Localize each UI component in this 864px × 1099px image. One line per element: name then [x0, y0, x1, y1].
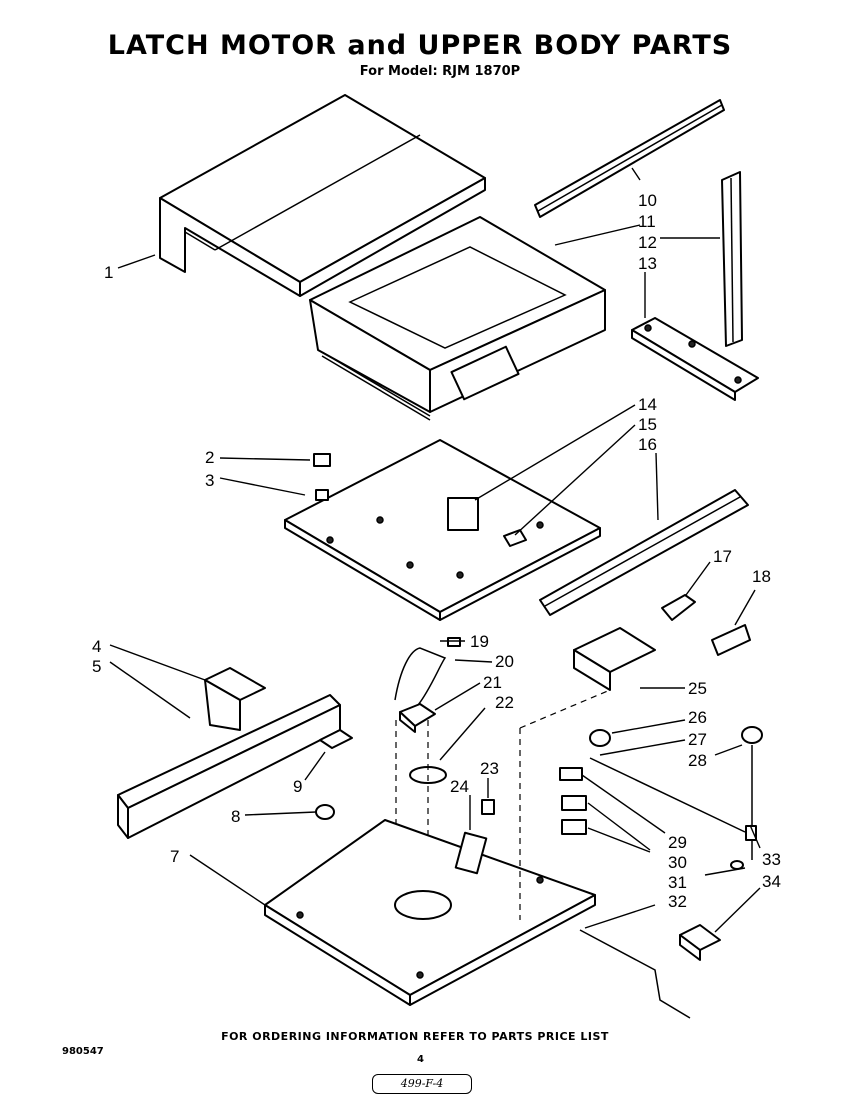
callout-1: 1 [104, 263, 113, 282]
callout-2: 2 [205, 448, 214, 467]
callout-14: 14 [638, 395, 657, 414]
callout-9: 9 [293, 777, 302, 796]
part-1-outer-cover [159, 94, 486, 297]
part-17-clip [661, 594, 696, 621]
callout-23: 23 [480, 759, 499, 778]
part-31-washer [730, 860, 744, 870]
leader-lines [109, 167, 761, 933]
callout-25: 25 [688, 679, 707, 698]
callout-13: 13 [638, 254, 657, 273]
part-9-clip [319, 729, 353, 749]
callout-16: 16 [638, 435, 657, 454]
callout-31: 31 [668, 873, 687, 892]
callout-24: 24 [450, 777, 469, 796]
callout-30: 30 [668, 853, 687, 872]
callout-18: 18 [752, 567, 771, 586]
callout-numbers: 1 2 3 4 5 7 8 9 10 11 12 13 14 15 16 17 … [92, 191, 781, 911]
callout-32: 32 [668, 892, 687, 911]
callout-29: 29 [668, 833, 687, 852]
part-34-bracket [679, 924, 721, 961]
callout-21: 21 [483, 673, 502, 692]
part-10-top-rail [534, 99, 725, 218]
page-number: 4 [417, 1054, 424, 1065]
middle-mounting-plate [284, 439, 601, 621]
callout-17: 17 [713, 547, 732, 566]
ordering-note: FOR ORDERING INFORMATION REFER TO PARTS … [221, 1030, 609, 1043]
callout-12: 12 [638, 233, 657, 252]
part-25-latch-switch [519, 627, 656, 920]
callout-15: 15 [638, 415, 657, 434]
model-subtitle: For Model: RJM 1870P [359, 64, 521, 79]
callout-27: 27 [688, 730, 707, 749]
callout-11: 11 [638, 212, 656, 231]
document-number: 980547 [62, 1046, 104, 1057]
part-23-switch [481, 799, 495, 815]
callout-7: 7 [170, 847, 179, 866]
part-11-inner-shell [309, 216, 606, 421]
callout-20: 20 [495, 652, 514, 671]
handwritten-note: 499-F-4 [372, 1074, 472, 1094]
part-8-grommet [315, 804, 335, 820]
callout-10: 10 [638, 191, 657, 210]
callout-5: 5 [92, 657, 101, 676]
part-16-long-rail [539, 489, 749, 616]
part-18-cap [711, 624, 751, 656]
part-32-rod [579, 929, 691, 1019]
part-27-rod [589, 757, 746, 833]
callout-8: 8 [231, 807, 240, 826]
callout-3: 3 [205, 471, 214, 490]
callout-19: 19 [470, 632, 489, 651]
part-7-bottom-plate [264, 819, 596, 1006]
callout-28: 28 [688, 751, 707, 770]
part-26-cam [589, 729, 611, 747]
callout-22: 22 [495, 693, 514, 712]
part-13-bracket-plate [631, 317, 759, 401]
callout-26: 26 [688, 708, 707, 727]
callout-34: 34 [762, 872, 781, 891]
page-title: LATCH MOTOR and UPPER BODY PARTS [107, 30, 733, 61]
part-5-channel-bracket [117, 694, 341, 839]
part-29-30-contacts [559, 767, 587, 835]
callout-4: 4 [92, 637, 101, 656]
callout-33: 33 [762, 850, 781, 869]
part-12-vertical-rail [721, 171, 743, 347]
part-4-bracket [204, 667, 266, 731]
